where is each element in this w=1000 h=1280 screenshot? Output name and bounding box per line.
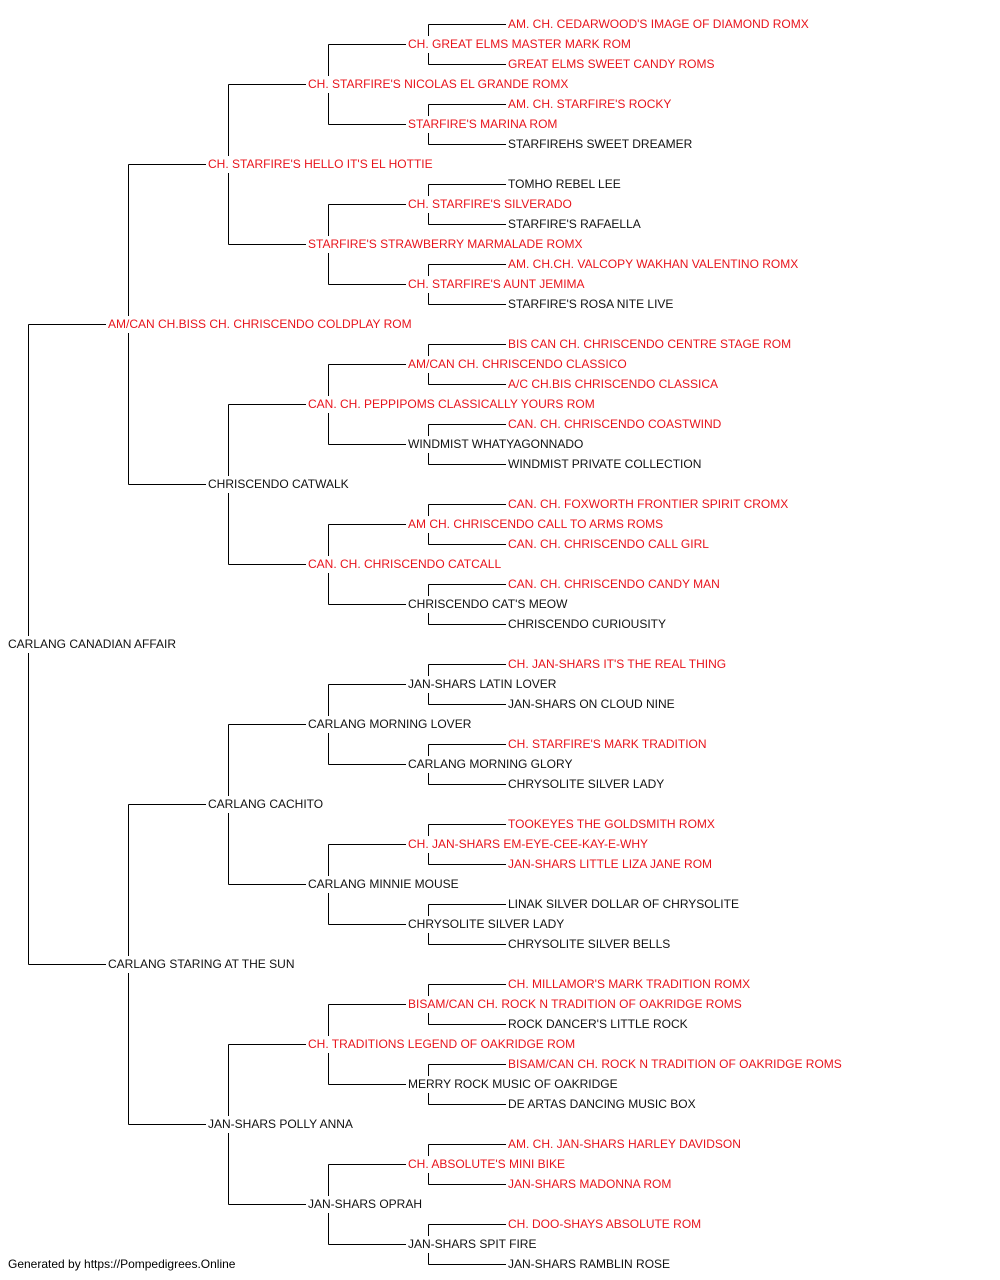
gen5-ancestor-name: STARFIREHS SWEET DREAMER xyxy=(508,137,693,151)
generated-by-footer: Generated by https://Pompedigrees.Online xyxy=(8,1257,236,1271)
gen4-ancestor-name: CH. JAN-SHARS EM-EYE-CEE-KAY-E-WHY xyxy=(408,837,648,851)
gen4-ancestor-name: CH. STARFIRE'S AUNT JEMIMA xyxy=(408,277,585,291)
great-grandparent-name: JAN-SHARS OPRAH xyxy=(308,1197,422,1211)
gen5-ancestor-name: TOOKEYES THE GOLDSMITH ROMX xyxy=(508,817,715,831)
gen5-ancestor-name: AM. CH.CH. VALCOPY WAKHAN VALENTINO ROMX xyxy=(508,257,798,271)
gen5-ancestor-name: CHRYSOLITE SILVER LADY xyxy=(508,777,664,791)
gen5-ancestor-name: JAN-SHARS MADONNA ROM xyxy=(508,1177,671,1191)
gen4-ancestor-name: WINDMIST WHATYAGONNADO xyxy=(408,437,583,451)
gen5-ancestor-name: STARFIRE'S ROSA NITE LIVE xyxy=(508,297,673,311)
gen4-ancestor-name: CARLANG MORNING GLORY xyxy=(408,757,572,771)
great-grandparent-name: CARLANG MINNIE MOUSE xyxy=(308,877,459,891)
great-grandparent-name: CAN. CH. CHRISCENDO CATCALL xyxy=(308,557,501,571)
gen5-ancestor-name: CH. JAN-SHARS IT'S THE REAL THING xyxy=(508,657,726,671)
gen5-ancestor-name: TOMHO REBEL LEE xyxy=(508,177,621,191)
gen5-ancestor-name: GREAT ELMS SWEET CANDY ROMS xyxy=(508,57,714,71)
grandparent-name: CHRISCENDO CATWALK xyxy=(208,477,349,491)
subject-name: CARLANG CANADIAN AFFAIR xyxy=(8,637,176,651)
dam-name: CARLANG STARING AT THE SUN xyxy=(108,957,294,971)
gen4-ancestor-name: CHRISCENDO CAT'S MEOW xyxy=(408,597,568,611)
gen4-ancestor-name: AM/CAN CH. CHRISCENDO CLASSICO xyxy=(408,357,627,371)
gen5-ancestor-name: JAN-SHARS ON CLOUD NINE xyxy=(508,697,675,711)
great-grandparent-name: STARFIRE'S STRAWBERRY MARMALADE ROMX xyxy=(308,237,583,251)
great-grandparent-name: CAN. CH. PEPPIPOMS CLASSICALLY YOURS ROM xyxy=(308,397,595,411)
grandparent-name: JAN-SHARS POLLY ANNA xyxy=(208,1117,353,1131)
gen4-ancestor-name: JAN-SHARS LATIN LOVER xyxy=(408,677,557,691)
gen5-ancestor-name: AM. CH. JAN-SHARS HARLEY DAVIDSON xyxy=(508,1137,741,1151)
gen5-ancestor-name: WINDMIST PRIVATE COLLECTION xyxy=(508,457,701,471)
gen4-ancestor-name: CHRYSOLITE SILVER LADY xyxy=(408,917,564,931)
gen4-ancestor-name: BISAM/CAN CH. ROCK N TRADITION OF OAKRID… xyxy=(408,997,742,1011)
gen5-ancestor-name: ROCK DANCER'S LITTLE ROCK xyxy=(508,1017,688,1031)
great-grandparent-name: CARLANG MORNING LOVER xyxy=(308,717,472,731)
gen5-ancestor-name: BISAM/CAN CH. ROCK N TRADITION OF OAKRID… xyxy=(508,1057,842,1071)
gen5-ancestor-name: CH. MILLAMOR'S MARK TRADITION ROMX xyxy=(508,977,750,991)
gen4-ancestor-name: CH. STARFIRE'S SILVERADO xyxy=(408,197,572,211)
grandparent-name: CARLANG CACHITO xyxy=(208,797,323,811)
gen5-ancestor-name: CHRYSOLITE SILVER BELLS xyxy=(508,937,670,951)
gen4-ancestor-name: MERRY ROCK MUSIC OF OAKRIDGE xyxy=(408,1077,618,1091)
great-grandparent-name: CH. STARFIRE'S NICOLAS EL GRANDE ROMX xyxy=(308,77,568,91)
gen5-ancestor-name: LINAK SILVER DOLLAR OF CHRYSOLITE xyxy=(508,897,739,911)
gen5-ancestor-name: JAN-SHARS RAMBLIN ROSE xyxy=(508,1257,670,1271)
gen5-ancestor-name: CAN. CH. FOXWORTH FRONTIER SPIRIT CROMX xyxy=(508,497,788,511)
gen4-ancestor-name: STARFIRE'S MARINA ROM xyxy=(408,117,557,131)
gen4-ancestor-name: CH. GREAT ELMS MASTER MARK ROM xyxy=(408,37,631,51)
gen5-ancestor-name: STARFIRE'S RAFAELLA xyxy=(508,217,641,231)
great-grandparent-name: CH. TRADITIONS LEGEND OF OAKRIDGE ROM xyxy=(308,1037,575,1051)
gen5-ancestor-name: A/C CH.BIS CHRISCENDO CLASSICA xyxy=(508,377,718,391)
gen5-ancestor-name: CH. STARFIRE'S MARK TRADITION xyxy=(508,737,707,751)
gen5-ancestor-name: JAN-SHARS LITTLE LIZA JANE ROM xyxy=(508,857,712,871)
gen5-ancestor-name: BIS CAN CH. CHRISCENDO CENTRE STAGE ROM xyxy=(508,337,791,351)
gen4-ancestor-name: JAN-SHARS SPIT FIRE xyxy=(408,1237,536,1251)
sire-name: AM/CAN CH.BISS CH. CHRISCENDO COLDPLAY R… xyxy=(108,317,412,331)
gen5-ancestor-name: AM. CH. STARFIRE'S ROCKY xyxy=(508,97,671,111)
gen5-ancestor-name: DE ARTAS DANCING MUSIC BOX xyxy=(508,1097,696,1111)
gen5-ancestor-name: CHRISCENDO CURIOUSITY xyxy=(508,617,666,631)
grandparent-name: CH. STARFIRE'S HELLO IT'S EL HOTTIE xyxy=(208,157,433,171)
gen5-ancestor-name: CAN. CH. CHRISCENDO CALL GIRL xyxy=(508,537,709,551)
gen4-ancestor-name: CH. ABSOLUTE'S MINI BIKE xyxy=(408,1157,565,1171)
gen4-ancestor-name: AM CH. CHRISCENDO CALL TO ARMS ROMS xyxy=(408,517,663,531)
gen5-ancestor-name: CAN. CH. CHRISCENDO COASTWIND xyxy=(508,417,722,431)
gen5-ancestor-name: CH. DOO-SHAYS ABSOLUTE ROM xyxy=(508,1217,701,1231)
gen5-ancestor-name: CAN. CH. CHRISCENDO CANDY MAN xyxy=(508,577,720,591)
gen5-ancestor-name: AM. CH. CEDARWOOD'S IMAGE OF DIAMOND ROM… xyxy=(508,17,809,31)
